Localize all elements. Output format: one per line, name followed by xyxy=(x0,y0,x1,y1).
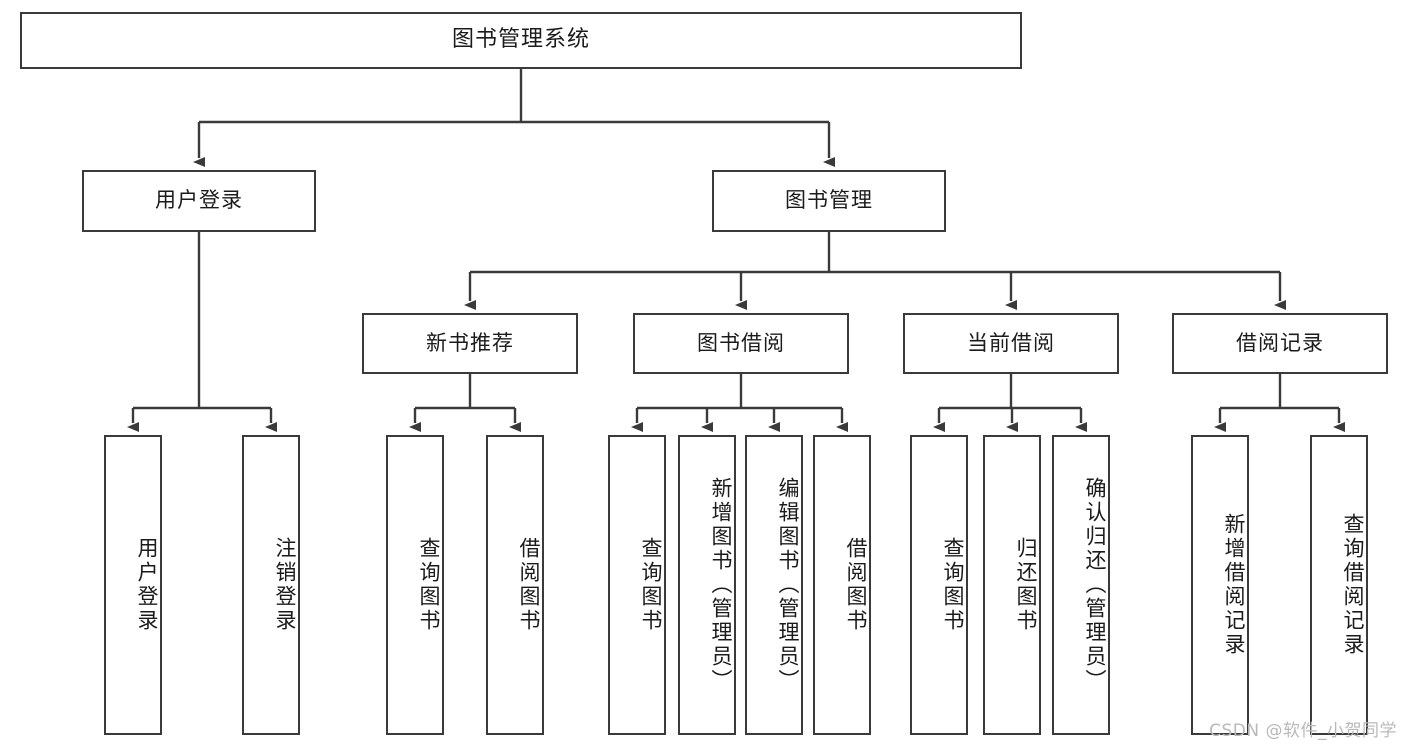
leaf-add-book-admin-label: 新增图书（管理员） xyxy=(709,477,733,693)
leaf-query-borrow-record-label: 查询借阅记录 xyxy=(1341,513,1365,657)
leaf-add-book-admin[interactable]: 新增图书（管理员） xyxy=(678,435,736,735)
leaf-add-borrow-record-label: 新增借阅记录 xyxy=(1222,513,1246,657)
leaf-borrow-book-label: 借阅图书 xyxy=(844,537,868,633)
node-new-book-recommendation-label: 新书推荐 xyxy=(426,330,514,355)
leaf-query-book-current[interactable]: 查询图书 xyxy=(910,435,968,735)
leaf-logout-label: 注销登录 xyxy=(273,537,297,633)
leaf-confirm-return-admin[interactable]: 确认归还（管理员） xyxy=(1052,435,1110,735)
leaf-add-borrow-record[interactable]: 新增借阅记录 xyxy=(1191,435,1249,735)
leaf-query-book-borrow[interactable]: 查询图书 xyxy=(608,435,666,735)
leaf-borrow-book-recommend[interactable]: 借阅图书 xyxy=(486,435,544,735)
leaf-query-book-borrow-label: 查询图书 xyxy=(639,537,663,633)
node-current-borrowing[interactable]: 当前借阅 xyxy=(903,313,1119,374)
leaf-borrow-book-recommend-label: 借阅图书 xyxy=(517,537,541,633)
leaf-query-borrow-record[interactable]: 查询借阅记录 xyxy=(1310,435,1368,735)
node-user-login-label: 用户登录 xyxy=(155,188,243,213)
node-borrowing-record[interactable]: 借阅记录 xyxy=(1172,313,1388,374)
node-book-borrowing[interactable]: 图书借阅 xyxy=(633,313,849,374)
node-book-borrowing-label: 图书借阅 xyxy=(697,330,785,355)
node-user-login[interactable]: 用户登录 xyxy=(82,170,316,232)
leaf-return-book-label: 归还图书 xyxy=(1014,537,1038,633)
csdn-watermark: CSDN @软件_小贺同学 xyxy=(1209,721,1397,741)
leaf-query-book-recommend-label: 查询图书 xyxy=(417,537,441,633)
leaf-edit-book-admin-label: 编辑图书（管理员） xyxy=(776,477,800,693)
node-root-label: 图书管理系统 xyxy=(451,27,590,53)
node-root[interactable]: 图书管理系统 xyxy=(20,12,1022,69)
leaf-query-book-recommend[interactable]: 查询图书 xyxy=(386,435,444,735)
leaf-user-login[interactable]: 用户登录 xyxy=(104,435,162,735)
leaf-return-book[interactable]: 归还图书 xyxy=(983,435,1041,735)
node-book-management[interactable]: 图书管理 xyxy=(712,170,946,232)
node-borrowing-record-label: 借阅记录 xyxy=(1236,330,1324,355)
leaf-user-login-label: 用户登录 xyxy=(135,537,159,633)
node-book-management-label: 图书管理 xyxy=(785,188,873,213)
leaf-borrow-book[interactable]: 借阅图书 xyxy=(813,435,871,735)
leaf-edit-book-admin[interactable]: 编辑图书（管理员） xyxy=(745,435,803,735)
node-new-book-recommendation[interactable]: 新书推荐 xyxy=(362,313,578,374)
leaf-logout[interactable]: 注销登录 xyxy=(242,435,300,735)
leaf-confirm-return-admin-label: 确认归还（管理员） xyxy=(1083,477,1107,693)
leaf-query-book-current-label: 查询图书 xyxy=(941,537,965,633)
node-current-borrowing-label: 当前借阅 xyxy=(967,330,1055,355)
